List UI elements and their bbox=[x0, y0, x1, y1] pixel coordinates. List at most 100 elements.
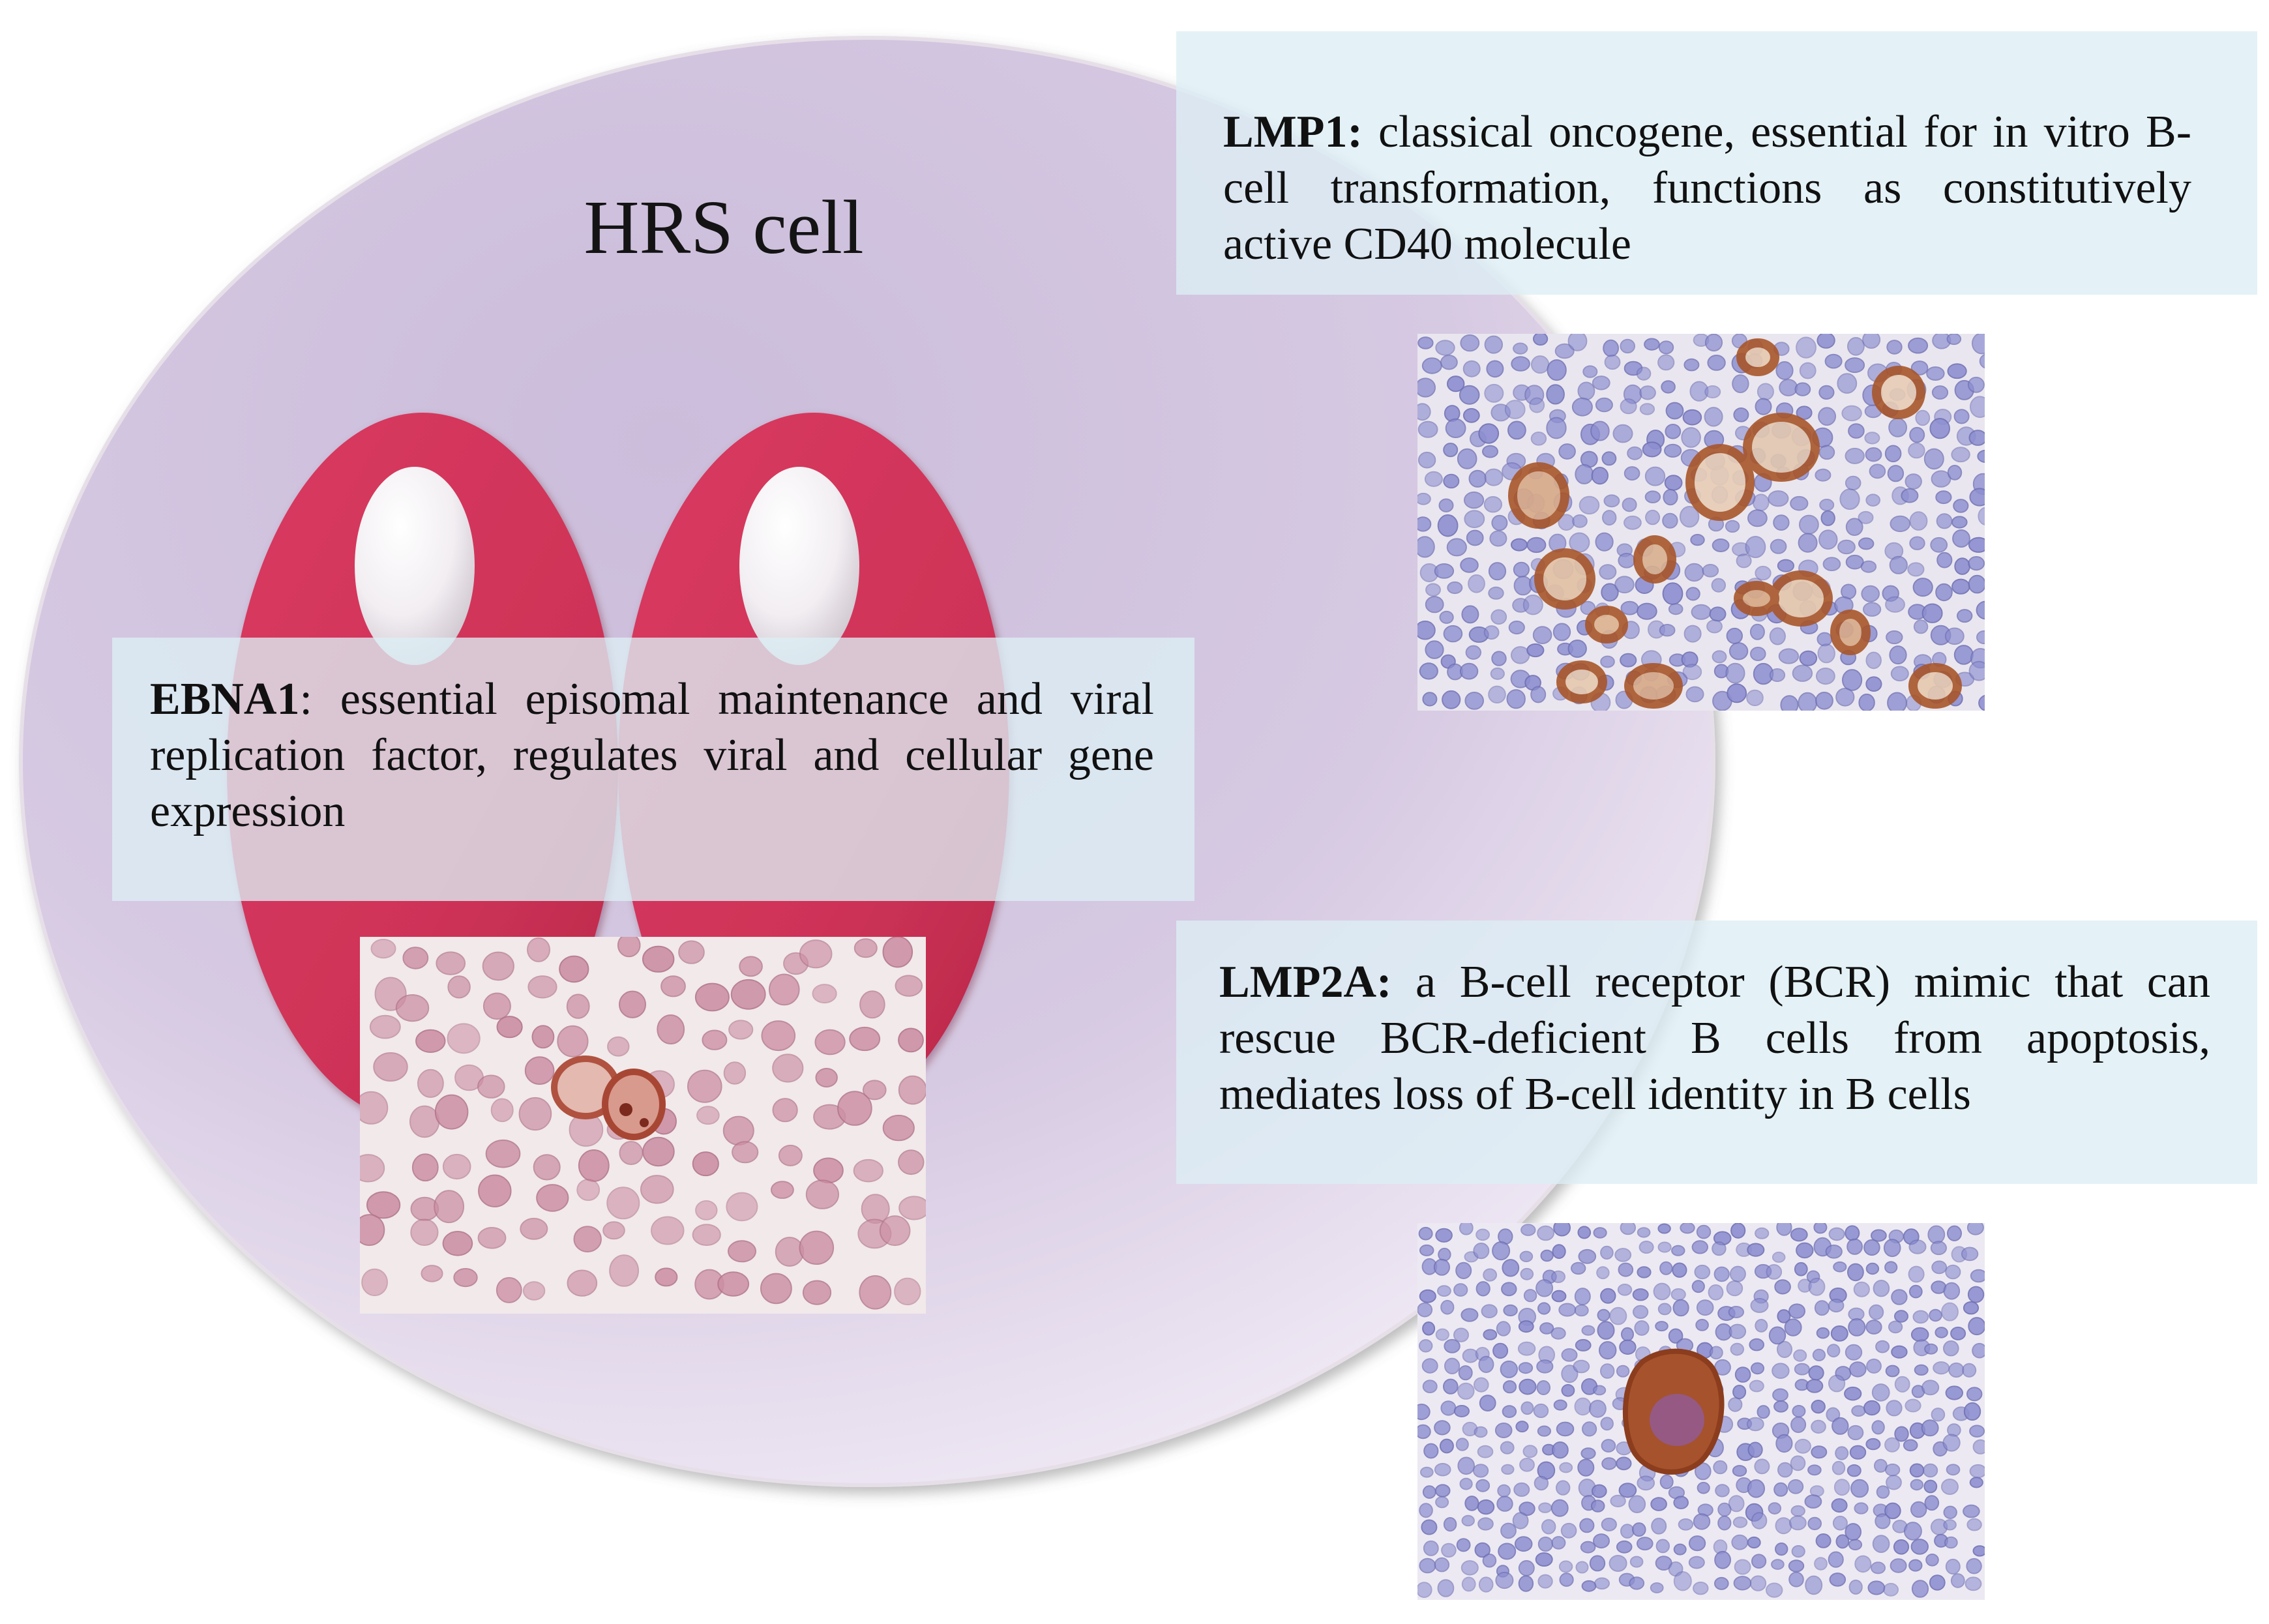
nucleus-dot bbox=[1926, 366, 1945, 381]
nucleus-dot bbox=[1931, 385, 1949, 400]
nucleus-dot bbox=[1970, 396, 1985, 418]
nucleus-dot bbox=[1914, 1364, 1929, 1376]
nucleus-dot bbox=[1815, 1533, 1832, 1548]
nucleus-dot bbox=[1890, 666, 1909, 682]
nucleus-dot bbox=[1869, 464, 1886, 479]
nucleus-dot bbox=[447, 975, 471, 999]
nucleus-dot bbox=[1483, 496, 1502, 513]
nucleus-dot bbox=[1968, 430, 1985, 446]
nucleus-dot bbox=[1799, 650, 1818, 666]
nucleus-dot bbox=[1491, 651, 1507, 666]
nucleus-dot bbox=[1936, 552, 1953, 568]
nucleus-dot bbox=[1953, 499, 1969, 513]
nucleus-dot bbox=[1540, 1249, 1554, 1262]
nucleus-dot bbox=[1490, 609, 1507, 625]
nucleus-dot bbox=[1417, 536, 1435, 558]
nucleus-dot bbox=[1664, 443, 1682, 458]
nucleus-dot bbox=[1513, 1482, 1530, 1497]
nucleus-dot bbox=[1532, 626, 1552, 644]
nucleus-dot bbox=[1614, 1248, 1632, 1262]
nucleus-dot bbox=[1589, 1555, 1606, 1572]
nucleus-dot bbox=[520, 1218, 548, 1240]
nucleus-dot bbox=[853, 938, 878, 958]
nucleus-dot bbox=[1845, 357, 1865, 374]
nucleus-dot bbox=[1804, 1494, 1822, 1509]
nucleus-dot bbox=[1655, 1539, 1670, 1554]
nucleus-dot bbox=[1518, 1320, 1534, 1333]
nucleus-dot bbox=[1953, 409, 1970, 424]
nucleus-dot bbox=[702, 1029, 728, 1050]
ebna1-description: : essential episomal maintenance and vir… bbox=[150, 674, 1154, 836]
nucleus-dot bbox=[1614, 576, 1635, 594]
nucleus-dot bbox=[1488, 685, 1506, 704]
nucleus-dot bbox=[1421, 1358, 1438, 1374]
nucleus-dot bbox=[1498, 1543, 1517, 1560]
nucleus-dot bbox=[1616, 1456, 1632, 1471]
nucleus-dot bbox=[1644, 338, 1660, 351]
nucleus-dot bbox=[799, 939, 833, 969]
nucleus-dot bbox=[1728, 1306, 1745, 1318]
nucleus-dot bbox=[1951, 578, 1970, 595]
nucleus-dot bbox=[1423, 1540, 1439, 1556]
nucleus-dot bbox=[1688, 1556, 1705, 1569]
nucleus-dot bbox=[1665, 402, 1684, 420]
nucleus-dot bbox=[772, 1098, 798, 1123]
nucleus-dot bbox=[1969, 1464, 1985, 1479]
nucleus-dot bbox=[1883, 1239, 1901, 1258]
nucleus-dot bbox=[1490, 667, 1505, 680]
nucleus-dot bbox=[778, 1144, 803, 1166]
nucleus-dot bbox=[1453, 1405, 1470, 1417]
nucleus-dot bbox=[898, 1027, 924, 1053]
nucleus-dot bbox=[1477, 1517, 1494, 1531]
nucleus-dot bbox=[1539, 1322, 1554, 1335]
nucleus-dot bbox=[1924, 1343, 1938, 1355]
lmp2a-annotation-text: LMP2A: a B-cell receptor (BCR) mimic tha… bbox=[1219, 954, 2210, 1123]
nucleus-dot bbox=[1729, 1265, 1746, 1282]
nucleus-dot bbox=[1833, 1479, 1850, 1496]
nucleus-dot bbox=[1732, 1465, 1747, 1477]
nucleus-dot bbox=[1486, 360, 1504, 378]
nucleus-dot bbox=[1811, 1400, 1826, 1414]
nucleus-dot bbox=[1925, 1554, 1939, 1567]
nucleus-dot bbox=[1529, 397, 1545, 413]
nucleus-dot bbox=[1622, 497, 1637, 512]
nucleus-dot bbox=[1561, 1348, 1578, 1362]
nucleus-dot bbox=[1422, 1321, 1436, 1336]
nucleus-dot bbox=[1747, 1479, 1765, 1498]
nucleus-dot bbox=[1845, 475, 1861, 491]
nucleus-dot bbox=[1702, 564, 1719, 578]
nucleus-dot bbox=[1947, 363, 1967, 379]
nucleus-dot bbox=[1685, 686, 1704, 703]
nucleus-dot bbox=[1502, 1405, 1517, 1419]
nucleus-dot bbox=[1477, 1499, 1495, 1515]
nucleus-dot bbox=[1873, 1280, 1890, 1297]
nucleus-dot bbox=[1526, 537, 1547, 554]
nucleus-dot bbox=[1457, 1382, 1475, 1400]
nucleus-dot bbox=[1512, 1512, 1529, 1529]
nucleus-dot bbox=[1580, 1541, 1596, 1554]
nucleus-dot bbox=[1536, 1359, 1554, 1374]
nucleus-dot bbox=[1659, 1474, 1674, 1490]
nucleus-dot bbox=[1812, 1348, 1826, 1361]
nucleus-dot bbox=[814, 1029, 846, 1056]
nucleus-dot bbox=[1519, 1501, 1535, 1516]
nucleus-dot bbox=[1884, 445, 1902, 463]
nucleus-dot bbox=[1479, 1395, 1496, 1412]
nucleus-dot bbox=[490, 1098, 514, 1123]
nucleus-dot bbox=[477, 1227, 507, 1249]
nucleus-dot bbox=[1886, 1400, 1903, 1417]
nucleus-dot bbox=[1507, 421, 1526, 440]
lmp1-description: classical oncogene, essential for in vit… bbox=[1223, 107, 2192, 269]
nucleus-dot bbox=[1680, 1223, 1695, 1234]
nucleus-dot bbox=[1777, 1340, 1792, 1358]
nucleus-dot bbox=[1492, 1241, 1511, 1261]
nucleus-dot bbox=[1602, 510, 1617, 526]
nucleus-dot bbox=[1682, 664, 1702, 681]
nucleus-dot bbox=[1808, 1277, 1826, 1296]
nucleus-dot bbox=[1599, 1341, 1617, 1360]
nucleus-dot bbox=[1537, 1536, 1553, 1552]
nucleus-dot bbox=[1418, 1226, 1433, 1241]
nucleus-dot bbox=[1457, 448, 1477, 469]
nucleus-dot bbox=[1910, 1539, 1929, 1555]
nucleus-dot bbox=[1590, 1499, 1605, 1513]
